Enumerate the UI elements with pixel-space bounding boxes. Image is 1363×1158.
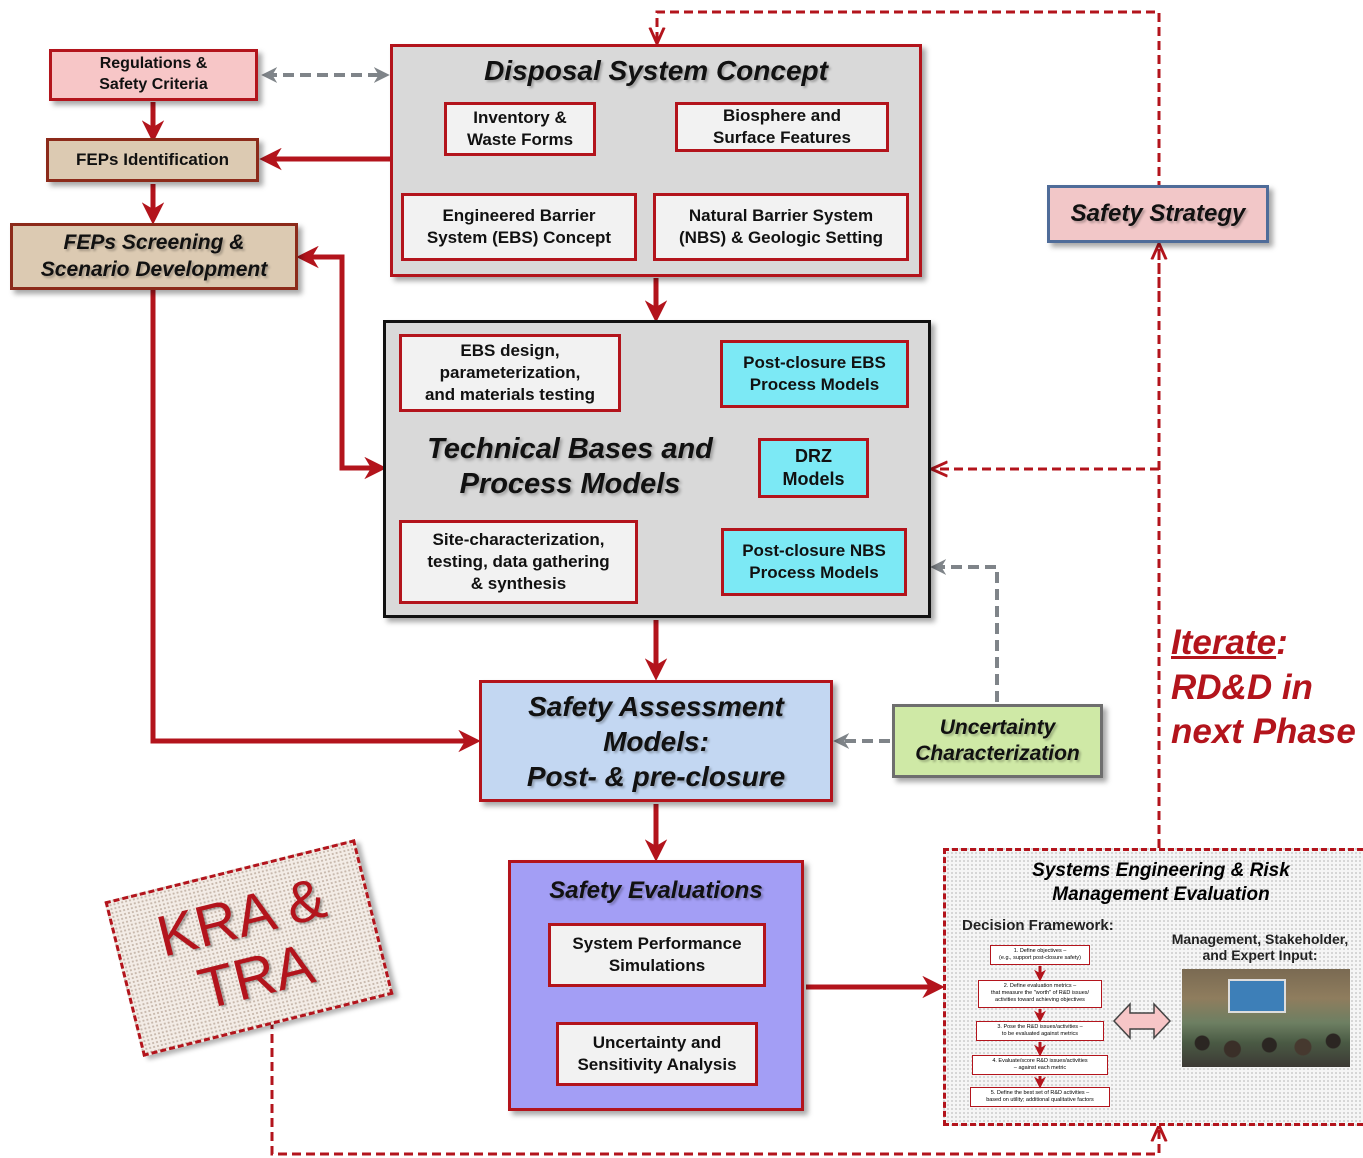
management-input-label: Management, Stakeholder, and Expert Inpu… — [1171, 931, 1349, 963]
systems-engineering-title: Systems Engineering & Risk Management Ev… — [1032, 860, 1290, 905]
framework-step: 1. Define objectives – (e.g., support po… — [990, 945, 1090, 965]
post-closure-ebs-box: Post-closure EBS Process Models — [720, 340, 909, 408]
framework-step: 2. Define evaluation metrics – that meas… — [978, 980, 1102, 1008]
iterate-label: Iterate: RD&D in next Phase — [1171, 576, 1363, 755]
meeting-photo — [1182, 969, 1350, 1067]
safety-assessment-box: Safety Assessment Models: Post- & pre-cl… — [479, 680, 833, 802]
ebs-design-box: EBS design, parameterization, and materi… — [399, 334, 621, 412]
framework-step: 3. Pose the R&D issues/activities – to b… — [976, 1021, 1104, 1041]
kra-tra-label: KRA & TRA — [150, 865, 333, 1023]
system-performance-box: System Performance Simulations — [548, 923, 766, 987]
inventory-waste-forms-box: Inventory & Waste Forms — [444, 102, 596, 156]
disposal-system-title: Disposal System Concept — [484, 55, 828, 86]
biosphere-box: Biosphere and Surface Features — [675, 102, 889, 152]
framework-step: 4. Evaluate/score R&D issues/activities … — [972, 1055, 1108, 1075]
decision-framework-label: Decision Framework: — [962, 917, 1114, 934]
arrow-screening-to-assessment — [150, 290, 481, 753]
arrow-uncertainty-to-post-nbs — [930, 559, 999, 702]
regulations-box: Regulations & Safety Criteria — [49, 49, 258, 101]
systems-engineering-panel: Systems Engineering & Risk Management Ev… — [943, 848, 1363, 1126]
safety-strategy-box: Safety Strategy — [1047, 185, 1269, 243]
feps-identification-box: FEPs Identification — [46, 138, 259, 182]
ebs-concept-box: Engineered Barrier System (EBS) Concept — [401, 193, 637, 261]
iterate-word: Iterate — [1171, 622, 1277, 662]
uncertainty-characterization-box: Uncertainty Characterization — [892, 704, 1103, 778]
site-characterization-box: Site-characterization, testing, data gat… — [399, 520, 638, 604]
feps-screening-box: FEPs Screening & Scenario Development — [10, 223, 298, 290]
nbs-geologic-box: Natural Barrier System (NBS) & Geologic … — [653, 193, 909, 261]
iterate-loop-bottom — [270, 1020, 1159, 1156]
double-arrow-icon — [1112, 1002, 1172, 1040]
iterate-rest: RD&D in next Phase — [1171, 667, 1356, 752]
iterate-colon: : — [1276, 622, 1288, 662]
iterate-loop-top — [657, 10, 1161, 848]
projector-screen — [1228, 979, 1286, 1013]
technical-bases-title: Technical Bases and Process Models — [427, 433, 713, 500]
arrow-screening-technical — [296, 245, 387, 480]
post-closure-nbs-box: Post-closure NBS Process Models — [721, 528, 907, 596]
uncertainty-sensitivity-box: Uncertainty and Sensitivity Analysis — [556, 1022, 758, 1086]
drz-models-box: DRZ Models — [758, 438, 869, 498]
audience-heads — [1182, 1027, 1350, 1067]
safety-evaluations-title: Safety Evaluations — [549, 877, 763, 904]
framework-arrows — [1034, 966, 1172, 1089]
